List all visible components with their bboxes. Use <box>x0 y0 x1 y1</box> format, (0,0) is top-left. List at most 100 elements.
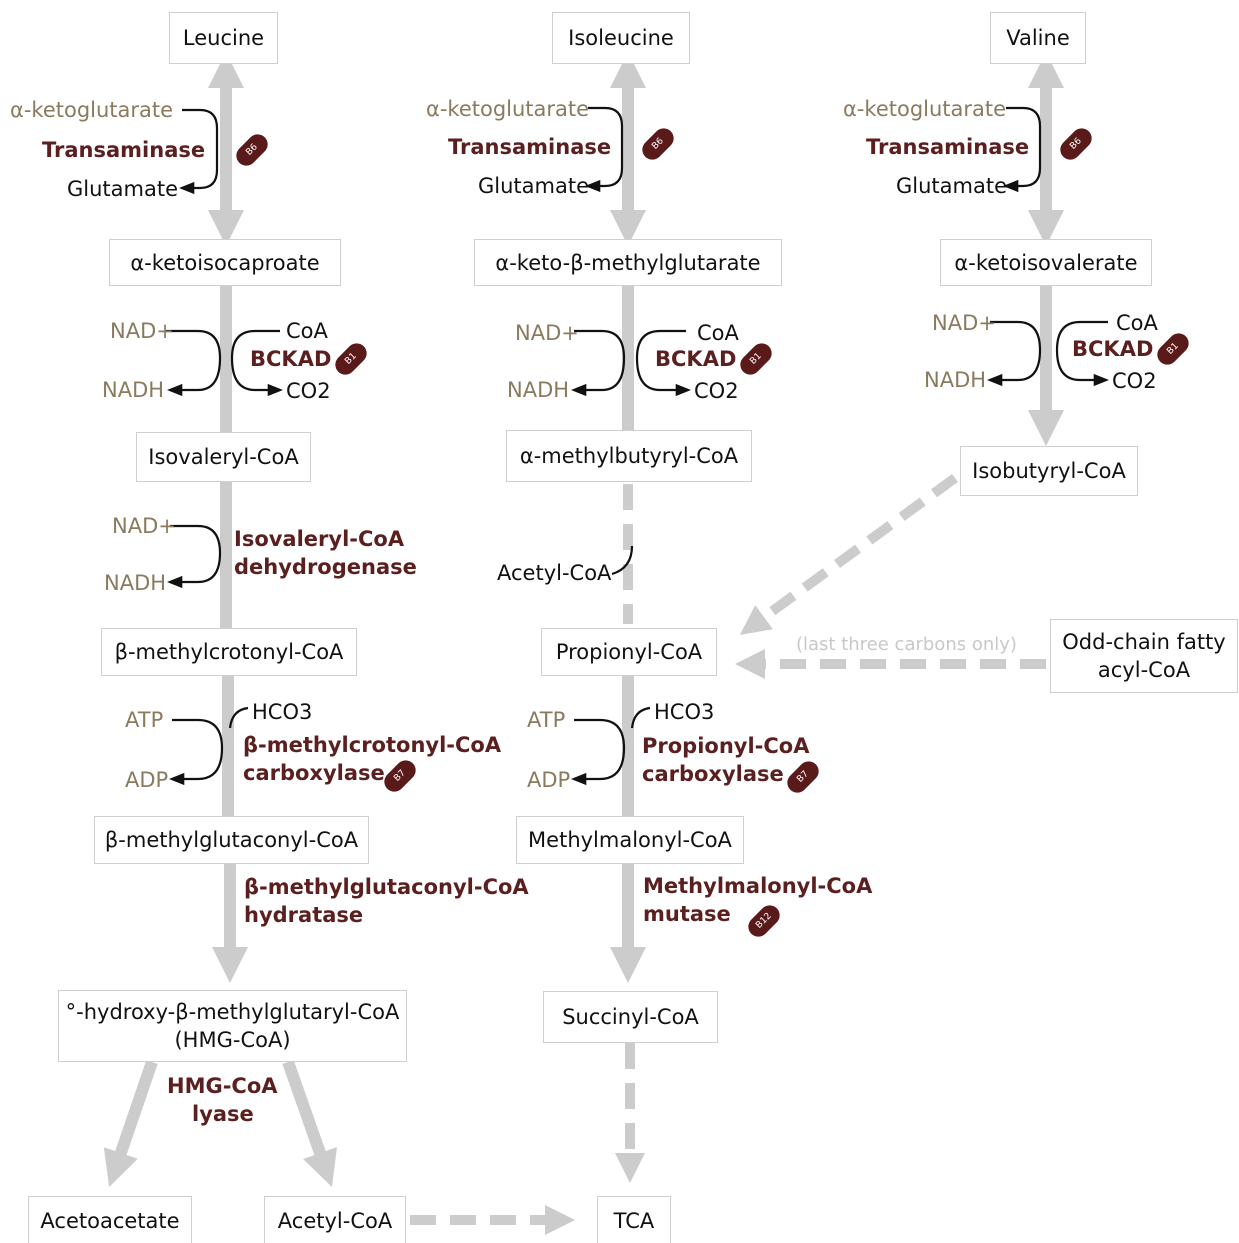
isoleucine-nadh-label: NADH <box>507 378 570 402</box>
odd-chain-label-line2: acyl-CoA <box>1097 658 1191 682</box>
leucine-transaminase-curve <box>178 108 219 195</box>
acetylcoa-side-curve <box>611 545 634 576</box>
isoleucine-transaminase-label: Transaminase <box>448 135 612 159</box>
methylglutaconyl-coa-label: β-methylglutaconyl-CoA <box>104 828 359 852</box>
methylmalonyl-coa-node: Methylmalonyl-CoA <box>516 816 744 864</box>
propionyl-coa-label: Propionyl-CoA <box>555 640 703 664</box>
dashed-arrows <box>410 473 1046 1235</box>
ketoisovalerate-label: α-ketoisovalerate <box>954 250 1138 275</box>
acetyl-coa-side-label: Acetyl-CoA <box>497 561 612 585</box>
hmg-to-acetylcoa-arrow <box>282 1060 338 1187</box>
valine-nadh-label: NADH <box>924 368 987 392</box>
valine-coa-label: CoA <box>1116 311 1158 335</box>
ketoisovalerate-node: α-ketoisovalerate <box>940 239 1152 286</box>
hmgl-enzyme-line2: lyase <box>192 1102 254 1126</box>
pcc-atp-curve <box>570 718 626 786</box>
leucine-glutamate-label: Glutamate <box>67 177 178 201</box>
propionyl-coa-node: Propionyl-CoA <box>541 628 717 676</box>
succinyl-coa-label: Succinyl-CoA <box>562 1005 699 1029</box>
mcc-atp-label: ATP <box>125 708 164 732</box>
hmg-coa-node: °-hydroxy-β-methylglutaryl-CoA (HMG-CoA) <box>58 990 407 1062</box>
mcc-atp-curve <box>168 718 224 786</box>
isoleucine-bckad-label: BCKAD <box>655 347 737 371</box>
leucine-co2-label: CO2 <box>286 379 331 403</box>
succinyl-coa-node: Succinyl-CoA <box>543 991 718 1043</box>
ivd-enzyme-line1: Isovaleryl-CoA <box>234 527 405 551</box>
methylcrotonyl-coa-node: β-methylcrotonyl-CoA <box>101 628 357 676</box>
isovaleryl-coa-node: Isovaleryl-CoA <box>136 432 311 482</box>
valine-bckad-coa-curve <box>1055 320 1110 387</box>
tca-node: TCA <box>597 1196 671 1243</box>
odd-chain-label-line1: Odd-chain fatty <box>1062 630 1226 654</box>
pcc-atp-label: ATP <box>527 708 566 732</box>
ivd-nad-curve <box>166 524 222 589</box>
hmg-coa-label-line2: (HMG-CoA) <box>174 1028 291 1052</box>
isoleucine-bckad-coa-curve <box>635 329 692 397</box>
leucine-node: Leucine <box>169 12 278 64</box>
isoleucine-co2-label: CO2 <box>694 379 739 403</box>
last-three-carbons-note: (last three carbons only) <box>796 634 1017 655</box>
ivd-nadh-label: NADH <box>104 571 167 595</box>
valine-co2-label: CO2 <box>1112 369 1157 393</box>
methylmalonyl-coa-label: Methylmalonyl-CoA <box>528 828 732 852</box>
mcc-adp-label: ADP <box>125 768 169 792</box>
leucine-bckad-coa-curve <box>230 329 284 397</box>
valine-node: Valine <box>990 12 1086 64</box>
ketoisocaproate-label: α-ketoisocaproate <box>130 250 320 275</box>
valine-transaminase-label: Transaminase <box>866 135 1030 159</box>
hmg-to-acetoacetate-arrow <box>103 1060 158 1188</box>
mcm-enzyme-line2: mutase <box>643 902 731 926</box>
isobutyryl-coa-node: Isobutyryl-CoA <box>960 446 1138 496</box>
pcc-adp-label: ADP <box>527 768 571 792</box>
mcc-hco3-label: HCO3 <box>252 700 313 724</box>
valine-nad-label: NAD+ <box>932 311 996 335</box>
isoleucine-label: Isoleucine <box>568 26 674 50</box>
acetyl-coa-node: Acetyl-CoA <box>264 1196 406 1243</box>
valine-label: Valine <box>1006 26 1070 50</box>
isoleucine-akg-label: α-ketoglutarate <box>426 97 590 121</box>
isoleucine-transaminase-curve <box>584 106 624 193</box>
hmg-coa-label-line1: °-hydroxy-β-methylglutaryl-CoA <box>65 1000 400 1024</box>
leucine-akg-label: α-ketoglutarate <box>10 98 174 122</box>
isoleucine-nad-label: NAD+ <box>515 321 579 345</box>
acetyl-coa-label: Acetyl-CoA <box>277 1209 393 1233</box>
hmgl-enzyme-line1: HMG-CoA <box>167 1074 278 1098</box>
pcc-enzyme-line2: carboxylase <box>642 762 784 786</box>
ivd-nad-label: NAD+ <box>112 514 176 538</box>
mcc-hco3-curve <box>228 706 249 729</box>
leucine-coa-label: CoA <box>286 319 328 343</box>
acetoacetate-node: Acetoacetate <box>28 1196 192 1243</box>
isovaleryl-coa-label: Isovaleryl-CoA <box>148 445 299 469</box>
valine-glutamate-label: Glutamate <box>896 174 1007 198</box>
tca-label: TCA <box>613 1209 655 1233</box>
keto-methylglutarate-node: α-keto-β-methylglutarate <box>474 239 782 286</box>
mgch-enzyme-line2: hydratase <box>244 903 364 927</box>
valine-bckad-label: BCKAD <box>1072 337 1154 361</box>
methylbutyryl-coa-node: α-methylbutyryl-CoA <box>506 430 752 482</box>
acetoacetate-label: Acetoacetate <box>40 1209 180 1233</box>
mgch-enzyme-line1: β-methylglutaconyl-CoA <box>244 875 529 899</box>
isoleucine-glutamate-label: Glutamate <box>478 174 589 198</box>
reaction-curves <box>166 106 1110 786</box>
mcc-enzyme-line1: β-methylcrotonyl-CoA <box>243 733 502 757</box>
methylbutyryl-coa-label: α-methylbutyryl-CoA <box>519 444 739 468</box>
valine-transaminase-curve <box>1002 106 1042 193</box>
keto-methylglutarate-label: α-keto-β-methylglutarate <box>495 250 761 275</box>
pcc-hco3-curve <box>630 706 651 729</box>
leucine-bckad-label: BCKAD <box>250 347 332 371</box>
leucine-nad-label: NAD+ <box>110 319 174 343</box>
isoleucine-coa-label: CoA <box>697 321 739 345</box>
leucine-label: Leucine <box>182 26 265 50</box>
leucine-transaminase-label: Transaminase <box>42 138 206 162</box>
valine-akg-label: α-ketoglutarate <box>843 97 1007 121</box>
isobutyryl-coa-label: Isobutyryl-CoA <box>972 459 1126 483</box>
mcm-enzyme-line1: Methylmalonyl-CoA <box>643 874 873 898</box>
valine-bckad-nad-curve <box>986 320 1042 387</box>
isoleucine-node: Isoleucine <box>552 12 690 64</box>
methylcrotonyl-coa-label: β-methylcrotonyl-CoA <box>114 640 344 664</box>
mcc-enzyme-line2: carboxylase <box>243 761 385 785</box>
methylglutaconyl-coa-node: β-methylglutaconyl-CoA <box>94 816 369 864</box>
main-flow-arrows <box>103 52 1064 1188</box>
